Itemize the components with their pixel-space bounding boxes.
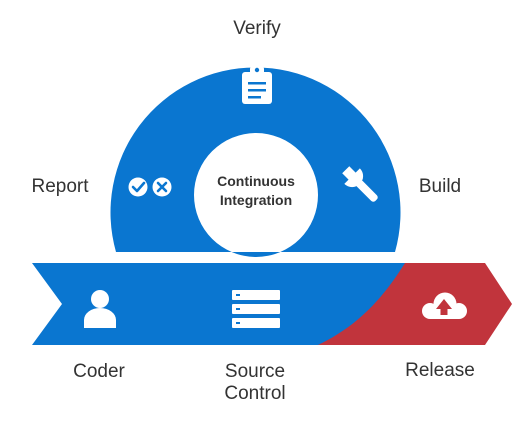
center-title-line1: Continuous xyxy=(217,173,295,189)
stage-label-verify: Verify xyxy=(233,18,281,39)
wrench-icon xyxy=(342,166,378,202)
check-cross-icon xyxy=(128,177,172,197)
stage-label-report: Report xyxy=(31,176,89,197)
ci-loop-ring xyxy=(110,67,401,257)
stage-label-source: Source xyxy=(224,361,286,382)
stage-label-control: Control xyxy=(224,383,286,404)
cloud-upload-icon xyxy=(422,292,467,319)
stage-label-release: Release xyxy=(405,360,475,381)
source-control-band xyxy=(32,263,405,345)
center-title: Continuous Integration xyxy=(196,172,316,210)
stage-label-coder: Coder xyxy=(73,361,125,382)
user-icon xyxy=(84,290,116,328)
center-title-line2: Integration xyxy=(219,192,293,208)
stage-label-source-control: Source Control xyxy=(210,361,300,405)
server-icon xyxy=(232,290,280,328)
stage-label-build: Build xyxy=(418,176,462,197)
release-arrow xyxy=(318,263,512,345)
clipboard-icon xyxy=(242,67,272,104)
